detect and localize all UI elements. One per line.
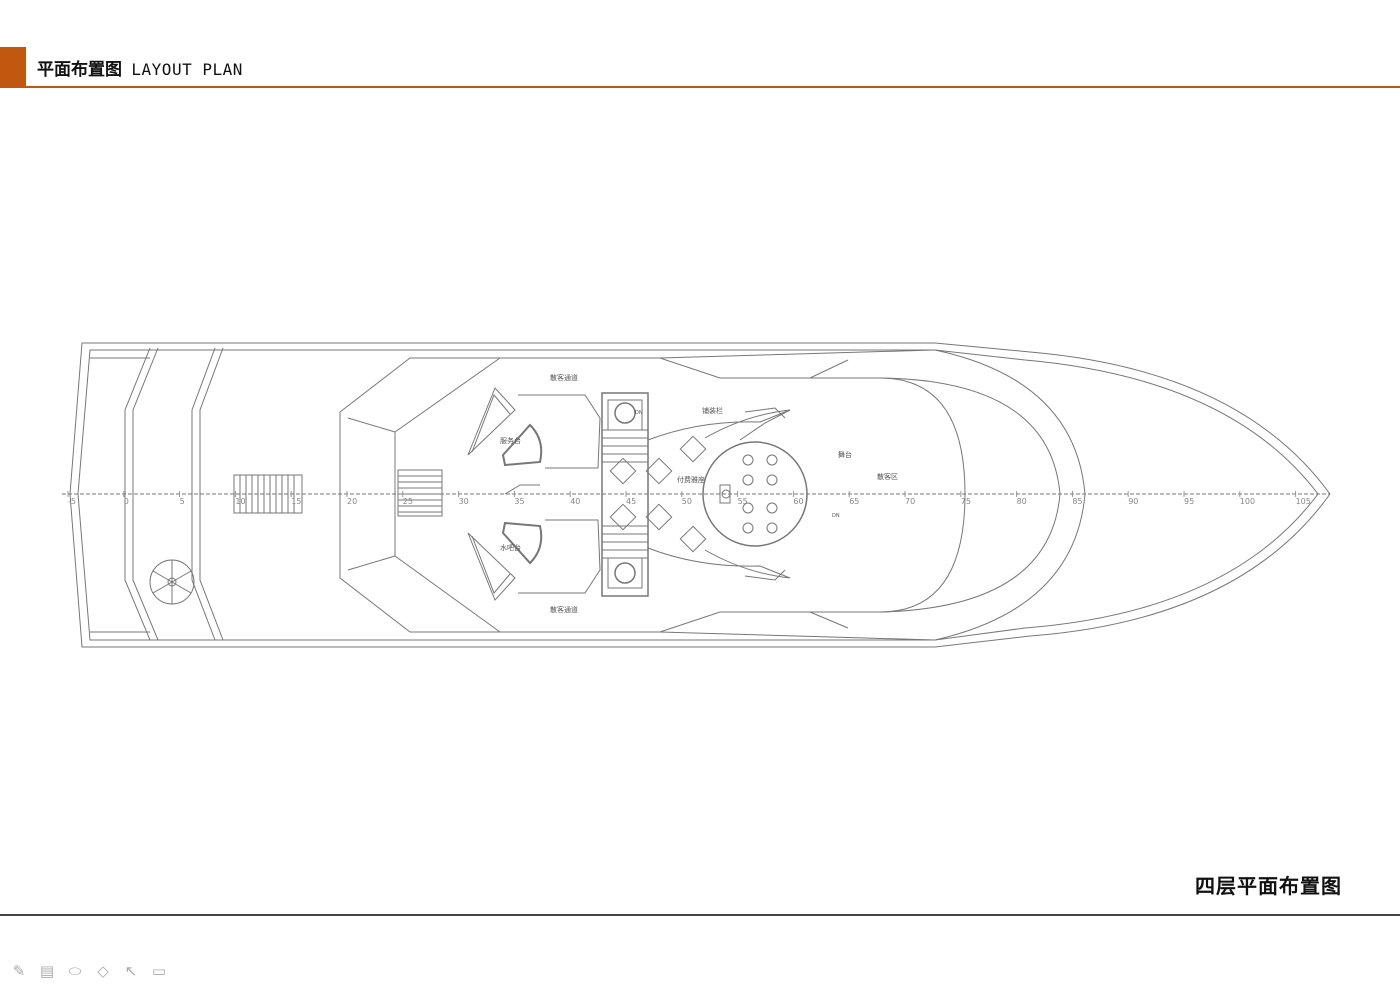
scale-tick-label: 80	[1017, 497, 1027, 506]
counters	[467, 387, 601, 601]
pen-icon[interactable]: ✎	[12, 962, 26, 980]
page-title-zh: 平面布置图	[37, 60, 122, 80]
label-dn-2: DN	[832, 513, 840, 519]
scale-tick-label: 35	[514, 497, 524, 506]
scale-tick-label: 55	[738, 497, 748, 506]
scale-tick-label: 25	[403, 497, 413, 506]
label-service-counter: 服务台	[500, 436, 521, 445]
scale-tick-label: 15	[291, 497, 301, 506]
label-stage: 舞台	[838, 450, 852, 459]
hull-outline	[69, 342, 1331, 648]
page-title-en: LAYOUT PLAN	[131, 60, 243, 79]
spiral-stair	[149, 559, 195, 605]
scale-tick-label: 50	[682, 497, 692, 506]
scale-tick-label: 65	[849, 497, 859, 506]
scale-tick-label: 45	[626, 497, 636, 506]
scale-tick-label: 0	[124, 497, 129, 506]
scale-tick-label: 90	[1128, 497, 1138, 506]
scale-tick-label: 85	[1072, 497, 1082, 506]
scale-tick-label: 60	[793, 497, 803, 506]
plan-caption: 四层平面布置图	[1195, 874, 1342, 898]
scale-tick-label: 30	[459, 497, 469, 506]
dining-grid	[601, 392, 778, 597]
header-divider	[26, 86, 1400, 88]
scale-tick-label: -5	[68, 497, 76, 506]
scale-tick-label: 75	[961, 497, 971, 506]
page-title: 平面布置图 LAYOUT PLAN	[37, 55, 243, 80]
scale-tick-label: 70	[905, 497, 915, 506]
deckhouse-outline	[339, 349, 1086, 641]
label-guest-area: 散客区	[877, 472, 898, 481]
scale-ticks: -5 0 5 10 15 20 25 30 35 40 45 50 55 60 65 70 75 80 85 90 95…	[67, 491, 1311, 506]
scale-tick-label: 100	[1240, 497, 1255, 506]
plan-labels: 散客通道 散客通道 服务台 水吧台 铺装栏 舞台 付费雅座 散客区 DN DN	[500, 373, 898, 614]
label-walkway-top: 散客通道	[550, 373, 578, 382]
scale-tick-label: 5	[180, 497, 185, 506]
center-stairs	[397, 469, 443, 517]
scale-tick-label: 10	[235, 497, 245, 506]
highlighter-icon[interactable]: ▤	[39, 962, 55, 980]
label-railing: 铺装栏	[702, 406, 723, 415]
eraser-icon[interactable]: ⬭	[68, 962, 82, 980]
scale-tick-label: 20	[347, 497, 357, 506]
pointer-icon[interactable]: ↖	[124, 962, 138, 980]
scale-tick-label: 95	[1184, 497, 1194, 506]
footer-divider	[0, 914, 1400, 916]
label-dn-1: DN	[635, 410, 643, 416]
scale-tick-label: 105	[1296, 497, 1311, 506]
screen-icon[interactable]: ▭	[151, 962, 167, 980]
header-accent-block	[0, 47, 26, 88]
stage-area	[647, 407, 808, 581]
shape-icon[interactable]: ◇	[97, 962, 109, 980]
label-walkway-bottom: 散客通道	[550, 605, 578, 614]
label-water-bar: 水吧台	[500, 543, 521, 552]
stern-bands	[90, 347, 224, 641]
label-coffee-area: 付费雅座	[677, 475, 705, 484]
scale-tick-label: 40	[570, 497, 580, 506]
presentation-toolbar: ✎ ▤ ⬭ ◇ ↖ ▭	[8, 960, 170, 982]
